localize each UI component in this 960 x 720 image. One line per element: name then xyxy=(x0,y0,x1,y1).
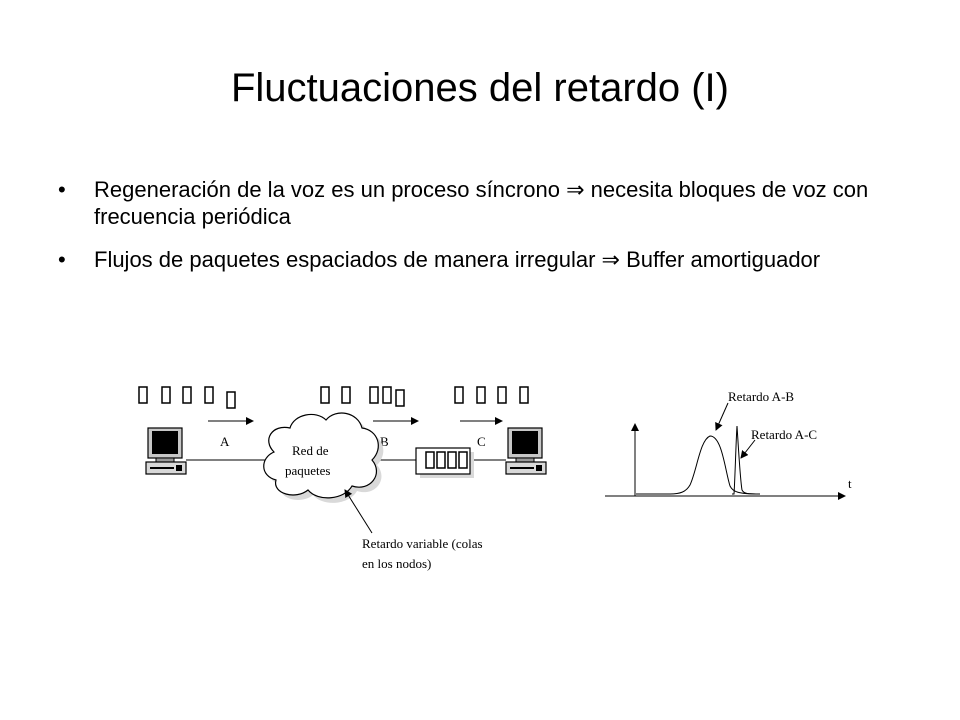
queue-note-pointer xyxy=(344,489,373,534)
bullet-item: • Regeneración de la voz es un proceso s… xyxy=(58,176,918,230)
implies-arrow-icon: ⇒ xyxy=(601,247,620,272)
label-c: C xyxy=(477,434,486,449)
bullet-marker: • xyxy=(58,177,66,202)
bullet-list: • Regeneración de la voz es un proceso s… xyxy=(58,176,918,289)
pointer-delay-ac xyxy=(740,439,756,459)
queue-note-line1: Retardo variable (colas xyxy=(362,536,483,551)
label-a: A xyxy=(220,434,230,449)
implies-arrow-icon: ⇒ xyxy=(566,177,585,202)
bullet-text-start: Regeneración de la voz es un proceso sín… xyxy=(94,177,567,202)
queue-note-line2: en los nodos) xyxy=(362,556,431,571)
bullet-marker: • xyxy=(58,247,66,272)
bullet-text-start: Flujos de paquetes espaciados de manera … xyxy=(94,247,602,272)
bullet-text-end: Buffer amortiguador xyxy=(619,247,821,272)
label-b: B xyxy=(380,434,389,449)
cloud-label-line1: Red de xyxy=(292,443,329,458)
cloud-label-line2: paquetes xyxy=(285,463,330,478)
curve-delay-ac xyxy=(732,425,761,495)
axis-label-t: t xyxy=(848,476,852,491)
label-delay-ab: Retardo A-B xyxy=(728,389,794,404)
label-delay-ac: Retardo A-C xyxy=(751,427,817,442)
bullet-item: • Flujos de paquetes espaciados de maner… xyxy=(58,246,918,273)
jitter-buffer-icon xyxy=(415,447,474,478)
curve-delay-ab xyxy=(636,435,761,495)
bullet-text-end: necesita bloques de voz con frecuencia p… xyxy=(94,177,869,229)
slide-title: Fluctuaciones del retardo (I) xyxy=(230,66,729,110)
packet-network-cloud-icon xyxy=(263,412,384,503)
pointer-delay-ab xyxy=(715,402,729,431)
